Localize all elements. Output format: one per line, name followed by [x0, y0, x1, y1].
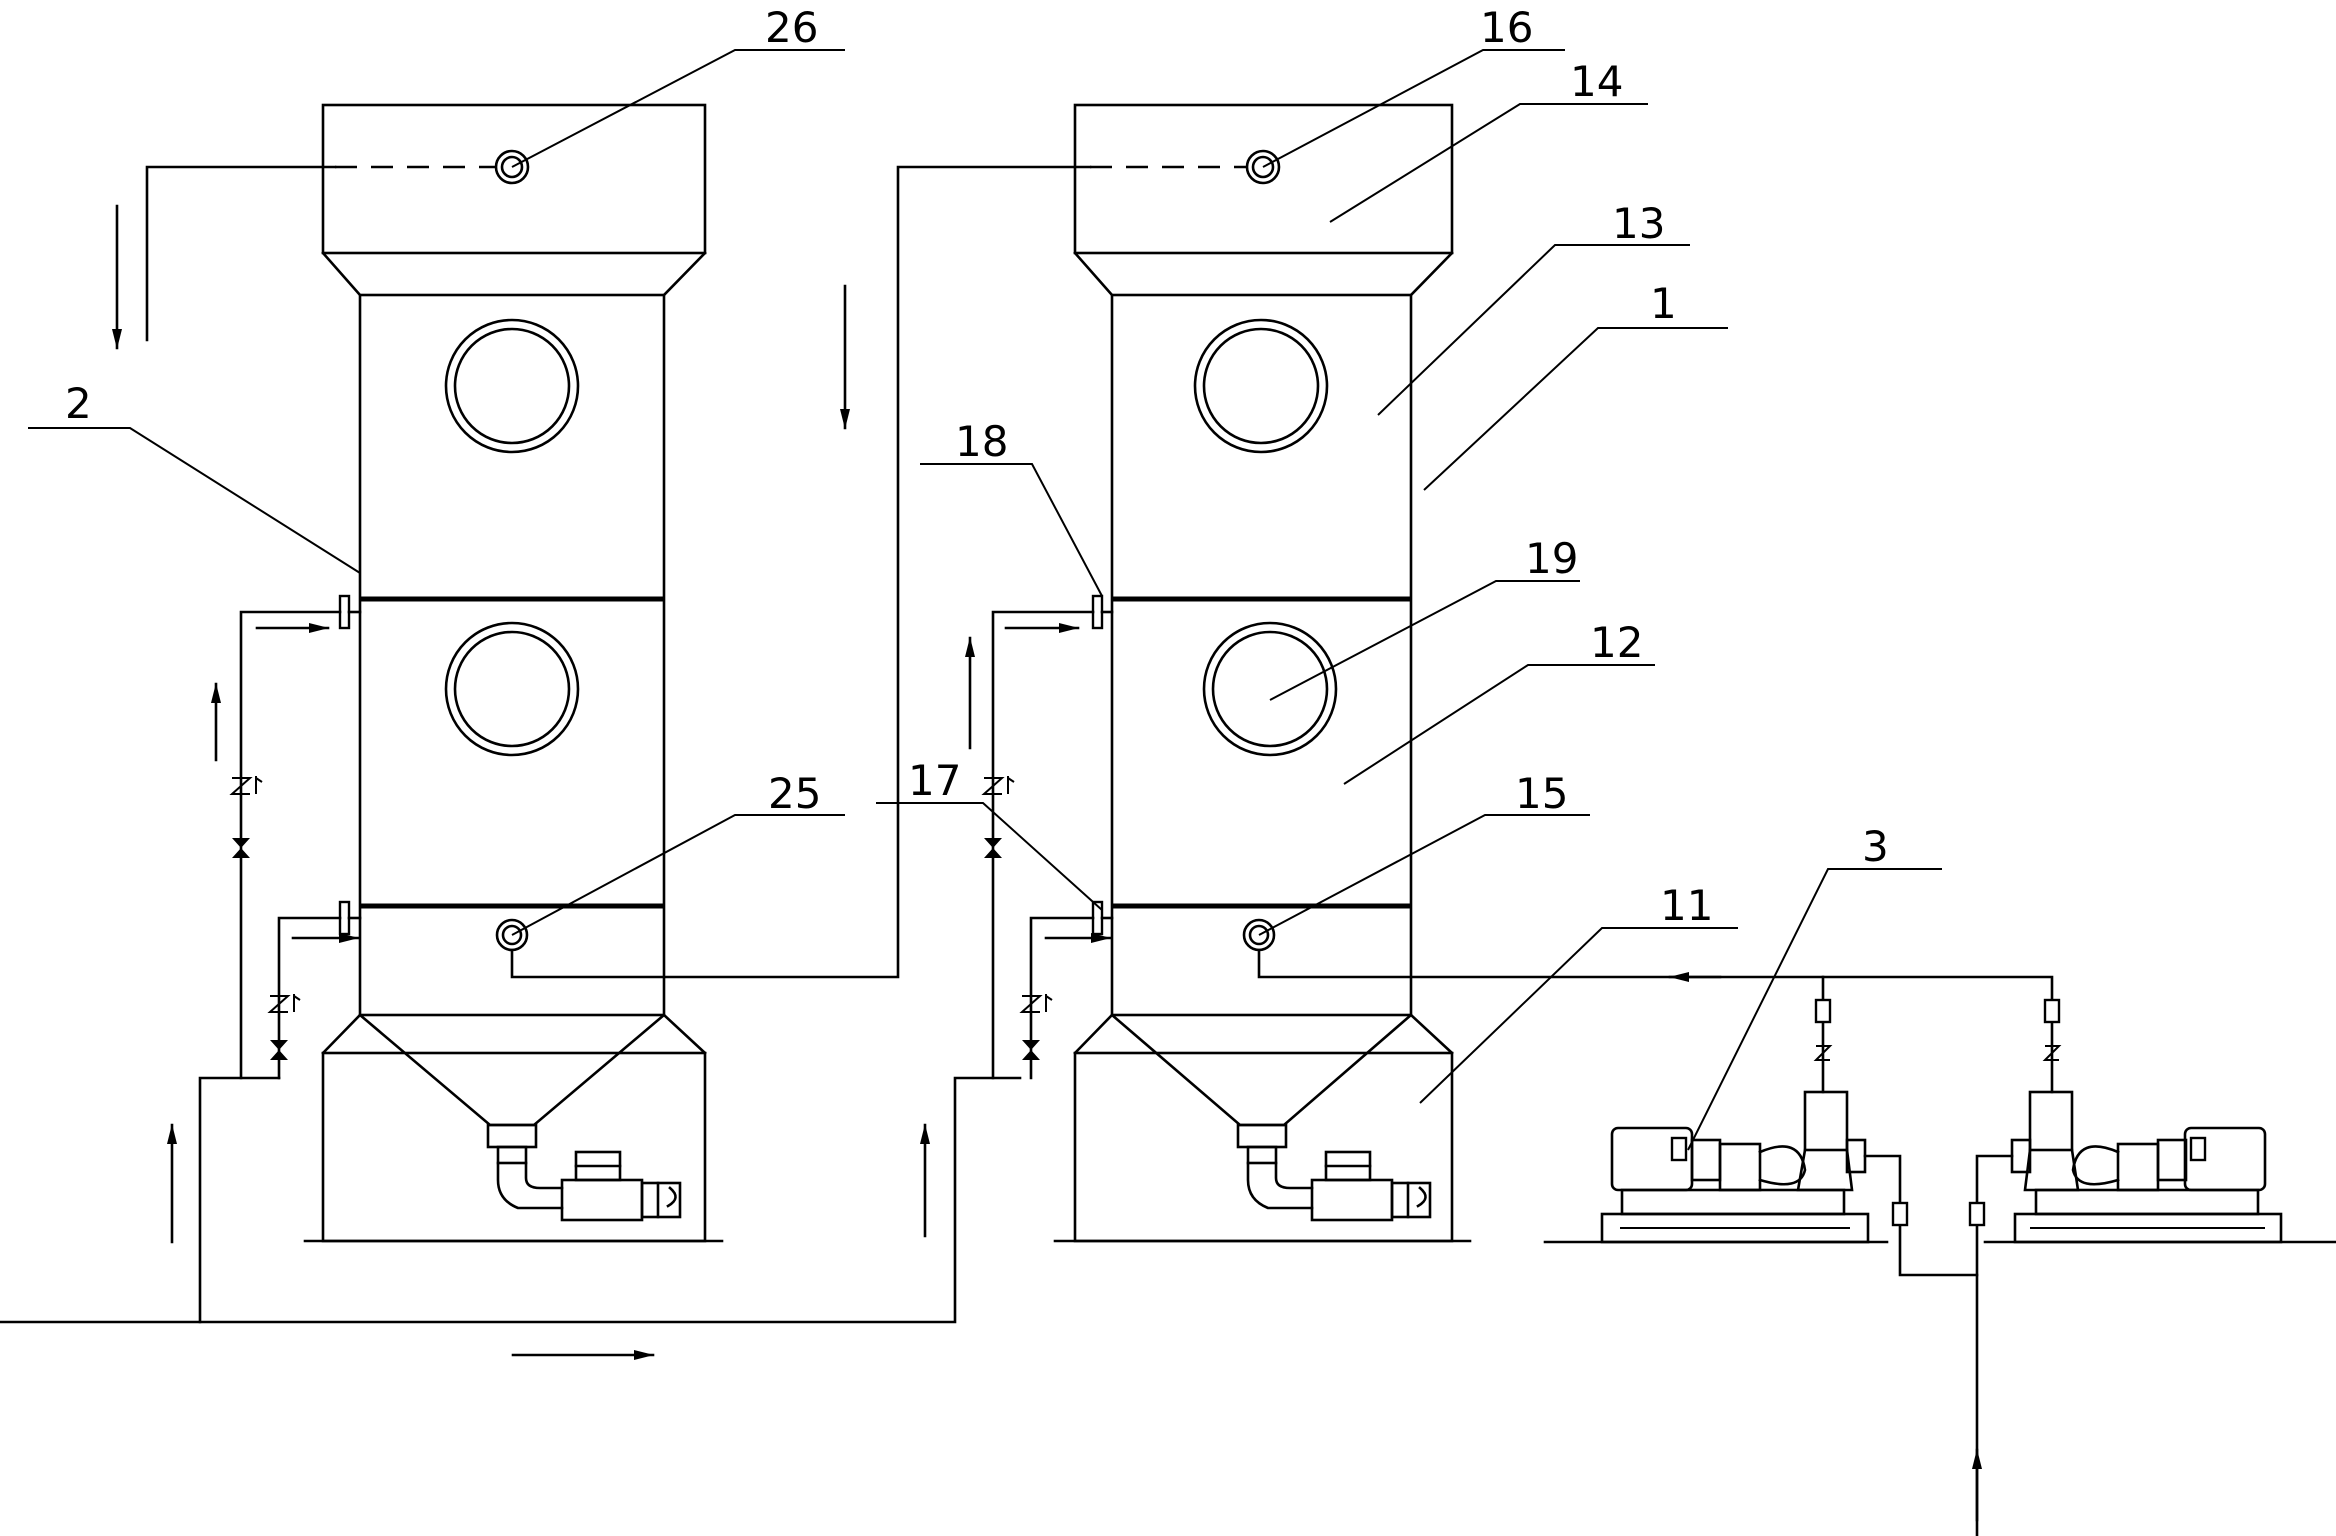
left-spray-nozzle-lower	[338, 900, 351, 936]
left-viewport-lower	[444, 621, 580, 757]
right-spray-nozzle-upper	[1091, 594, 1104, 630]
label-1: 1	[1650, 279, 1677, 328]
label-2: 2	[65, 379, 92, 428]
label-26: 26	[765, 3, 818, 52]
label-18: 18	[955, 417, 1008, 466]
label-11: 11	[1660, 881, 1713, 930]
left-tower	[303, 103, 724, 1243]
label-16: 16	[1480, 3, 1533, 52]
label-19: 19	[1525, 534, 1578, 583]
label-12: 12	[1590, 618, 1643, 667]
left-riser-valves	[229, 776, 301, 1060]
right-viewport-lower	[1202, 621, 1338, 757]
gas-piping	[112, 165, 2054, 1012]
left-spray-nozzle-upper	[338, 594, 351, 630]
water-supply-piping	[0, 610, 1112, 1360]
label-25: 25	[768, 769, 821, 818]
left-circulation-pump	[486, 1123, 682, 1222]
part-labels: 26 16 14 13 1 2 18 19 12 25 17 15 3 11	[65, 3, 1889, 930]
label-17: 17	[908, 756, 961, 805]
right-tower	[1053, 103, 1472, 1243]
label-13: 13	[1612, 199, 1665, 248]
label-3: 3	[1862, 822, 1889, 871]
label-15: 15	[1515, 769, 1568, 818]
right-circulation-pump	[1236, 1123, 1432, 1222]
pump-station	[1543, 998, 2336, 1536]
left-viewport-upper	[444, 318, 580, 454]
label-14: 14	[1570, 57, 1623, 106]
right-riser-valves	[981, 776, 1053, 1060]
right-viewport-upper	[1193, 318, 1329, 454]
leader-lines	[28, 49, 1942, 1151]
